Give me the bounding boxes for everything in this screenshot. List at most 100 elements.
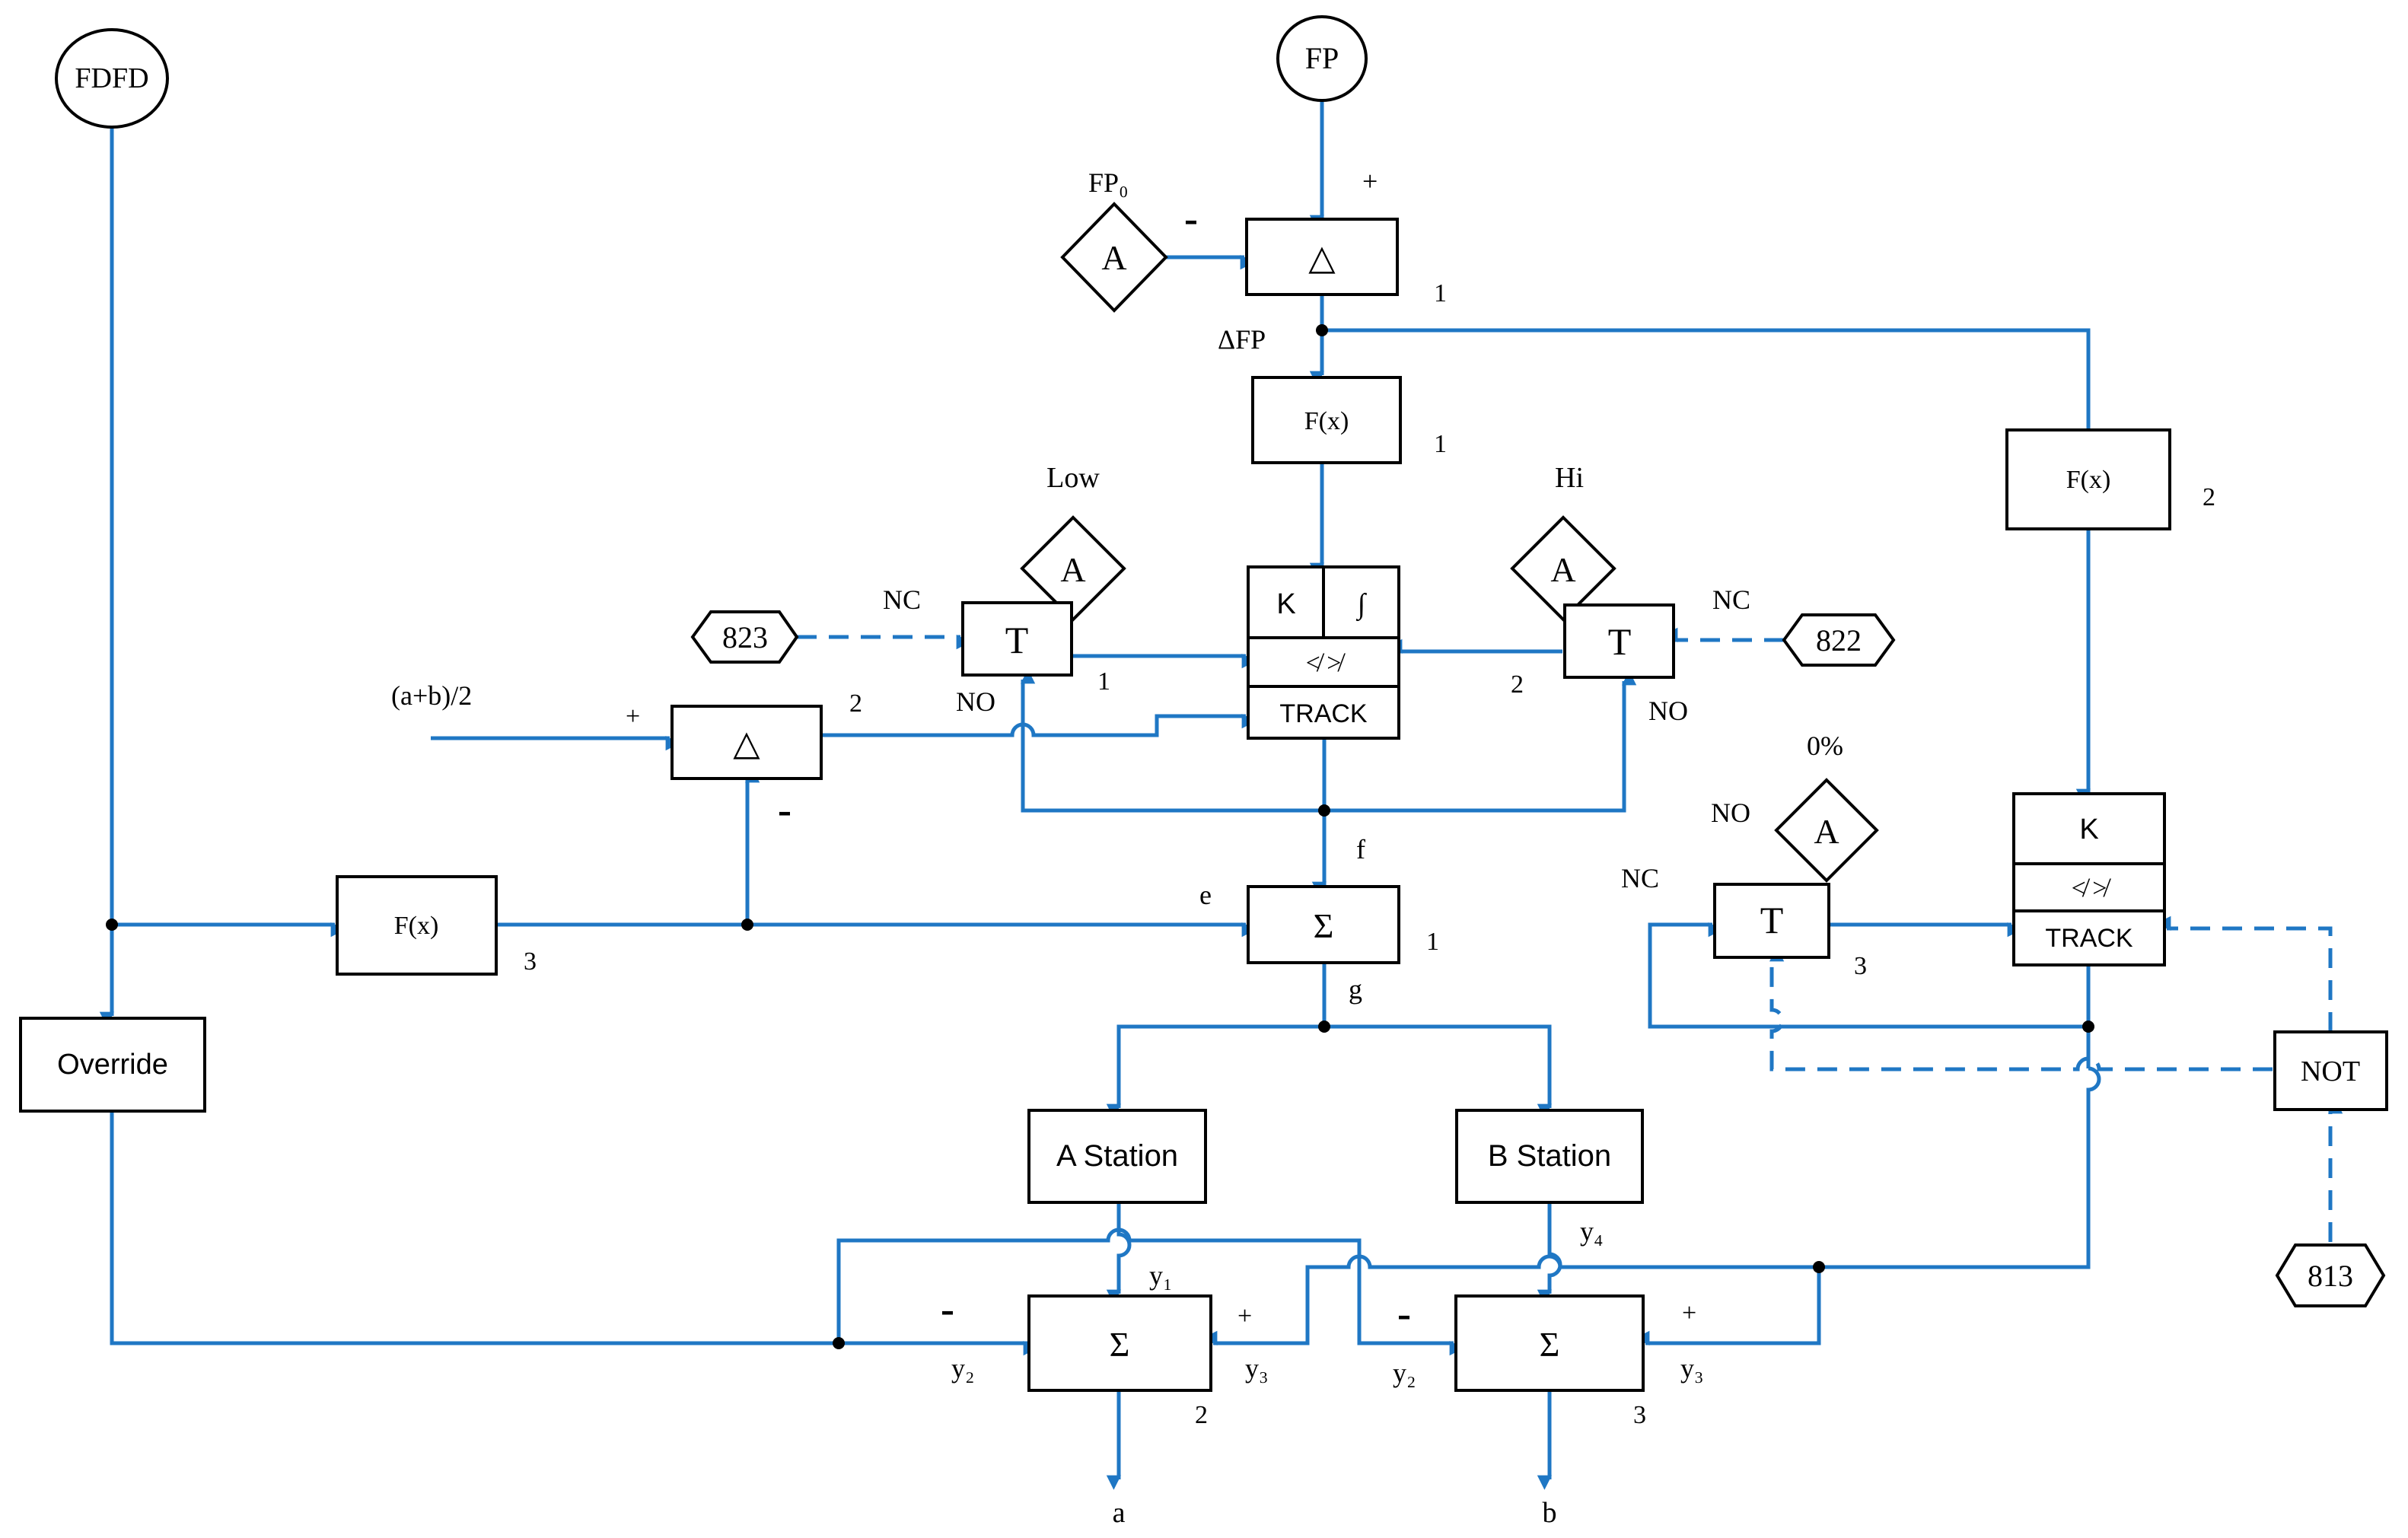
junction-pid2-out bbox=[2082, 1021, 2094, 1033]
fx-3-number: 3 bbox=[524, 947, 537, 976]
signal-lines bbox=[99, 100, 2343, 1490]
line-astation-to-sum2 bbox=[1106, 1202, 1132, 1304]
sum-3-symbol: Σ bbox=[1540, 1325, 1560, 1364]
t2-no: NO bbox=[1648, 696, 1688, 726]
line-y3-to-sum3 bbox=[1635, 1267, 1821, 1345]
analog-low-label: A bbox=[1060, 550, 1085, 589]
fx-1-label: F(x) bbox=[1304, 407, 1349, 435]
signal-e: e bbox=[1199, 880, 1212, 910]
fdfd-label: FDFD bbox=[75, 62, 148, 94]
sign-minus-delta2: - bbox=[778, 787, 792, 833]
pid-1-k: K bbox=[1276, 588, 1295, 620]
sum-block-1: Σ 1 bbox=[1247, 885, 1439, 964]
t1-label: T bbox=[1005, 619, 1029, 661]
transfer-t2: T 2 NC NO bbox=[1511, 584, 1750, 726]
analog-hi-caption: Hi bbox=[1555, 462, 1584, 494]
t3-number: 3 bbox=[1854, 952, 1867, 980]
a-station-block: A Station bbox=[1027, 1109, 1207, 1204]
analog-zero: A 0% bbox=[1774, 731, 1879, 883]
line-pid2-output bbox=[1819, 1066, 2101, 1269]
fx-3-label: F(x) bbox=[394, 912, 439, 940]
line-y3-to-sum2 bbox=[1202, 1254, 1819, 1345]
signal-y4: y₄ bbox=[1580, 1216, 1604, 1247]
pid-2-k: K bbox=[2079, 814, 2098, 845]
pid-block-2: K ≮ ≯ TRACK bbox=[2012, 792, 2166, 966]
t3-label: T bbox=[1760, 899, 1784, 941]
line-y2-to-sum3 bbox=[836, 1228, 1464, 1356]
analog-hi-label: A bbox=[1550, 550, 1575, 589]
override-block: Override bbox=[19, 1017, 206, 1113]
pid-block-1: K ∫ ≮ ≯ TRACK bbox=[1247, 565, 1400, 740]
sum-1-number: 1 bbox=[1426, 928, 1439, 956]
sign-plus-sum2: + bbox=[1237, 1302, 1252, 1330]
line-feedback-t1 bbox=[1021, 669, 1324, 813]
override-label: Override bbox=[57, 1049, 168, 1081]
tag-813-label: 813 bbox=[2308, 1259, 2353, 1293]
delta-2-symbol: △ bbox=[733, 724, 760, 763]
analog-fp0-label: A bbox=[1101, 238, 1126, 277]
analog-zero-label: A bbox=[1814, 812, 1839, 851]
sum-1-symbol: Σ bbox=[1314, 906, 1334, 945]
t1-nc: NC bbox=[883, 584, 921, 615]
a-station-label: A Station bbox=[1056, 1139, 1178, 1173]
tag-822-label: 822 bbox=[1816, 623, 1862, 658]
sum-block-3: Σ 3 bbox=[1454, 1294, 1646, 1429]
line-dfp-to-fx2 bbox=[1322, 328, 2091, 430]
analog-low-caption: Low bbox=[1046, 462, 1100, 494]
junction-e bbox=[741, 919, 753, 931]
t2-label: T bbox=[1608, 620, 1632, 663]
fp-label: FP bbox=[1305, 41, 1339, 75]
junction-fdfd bbox=[106, 919, 118, 931]
sum-2-number: 2 bbox=[1195, 1401, 1208, 1429]
b-station-label: B Station bbox=[1488, 1139, 1611, 1173]
sum-block-2: Σ 2 bbox=[1027, 1294, 1212, 1429]
t1-no: NO bbox=[956, 686, 995, 717]
line-bstation-to-sum3 bbox=[1537, 1202, 1562, 1304]
output-a: a bbox=[1113, 1497, 1126, 1529]
tag-823: 823 bbox=[690, 610, 799, 664]
signal-f: f bbox=[1356, 834, 1365, 865]
junction-y3 bbox=[1813, 1261, 1825, 1273]
line-delta2-to-track bbox=[821, 714, 1257, 737]
sum-3-number: 3 bbox=[1633, 1401, 1646, 1429]
t3-no: NO bbox=[1711, 798, 1750, 828]
delta-block-1: △ 1 bbox=[1245, 218, 1447, 307]
signal-dfp: ΔFP bbox=[1218, 324, 1266, 355]
sign-minus-sum3: - bbox=[1397, 1291, 1411, 1336]
fdfd-node: FDFD bbox=[55, 28, 169, 129]
line-not-to-pid2 bbox=[2156, 915, 2333, 1032]
sign-plus-fp: + bbox=[1362, 166, 1378, 196]
junction-dfp bbox=[1316, 324, 1328, 336]
analog-zero-caption: 0% bbox=[1807, 731, 1843, 761]
b-station-block: B Station bbox=[1455, 1109, 1644, 1204]
fx-block-2: F(x) 2 bbox=[2005, 428, 2215, 530]
not-block: NOT bbox=[2273, 1030, 2388, 1111]
sign-minus-sum2: - bbox=[941, 1286, 954, 1332]
line-not-to-t3 bbox=[1769, 947, 2273, 1072]
pid-1-track: TRACK bbox=[1279, 699, 1368, 728]
line-feedback-t2 bbox=[1324, 670, 1637, 813]
line-g-to-astation bbox=[1106, 1024, 1324, 1119]
analog-low: A Low bbox=[1020, 462, 1126, 622]
pid-2-track: TRACK bbox=[2045, 924, 2133, 953]
junction-g bbox=[1318, 1021, 1330, 1033]
fx-2-number: 2 bbox=[2203, 483, 2215, 511]
analog-hi: A Hi bbox=[1510, 462, 1616, 622]
line-g-to-bstation bbox=[1324, 1024, 1552, 1119]
pid-1-integral: ∫ bbox=[1356, 588, 1368, 622]
sign-plus-avg: + bbox=[626, 702, 640, 731]
sign-minus-fp0: - bbox=[1184, 196, 1198, 241]
pid-1-limit: ≮ ≯ bbox=[1306, 649, 1346, 677]
signal-avg: (a+b)/2 bbox=[391, 680, 472, 711]
signal-y3-sum2: y₃ bbox=[1245, 1353, 1269, 1384]
not-label: NOT bbox=[2301, 1056, 2360, 1087]
delta-block-2: △ 2 bbox=[670, 689, 862, 780]
junctions bbox=[106, 324, 2094, 1349]
t2-nc: NC bbox=[1712, 584, 1750, 615]
signal-y3-sum3: y₃ bbox=[1680, 1353, 1704, 1384]
line-pid2-feedback-t3 bbox=[1648, 922, 2088, 1029]
tag-813: 813 bbox=[2275, 1243, 2386, 1307]
delta-1-number: 1 bbox=[1434, 279, 1447, 307]
analog-fp0-caption: FP₀ bbox=[1088, 167, 1129, 198]
